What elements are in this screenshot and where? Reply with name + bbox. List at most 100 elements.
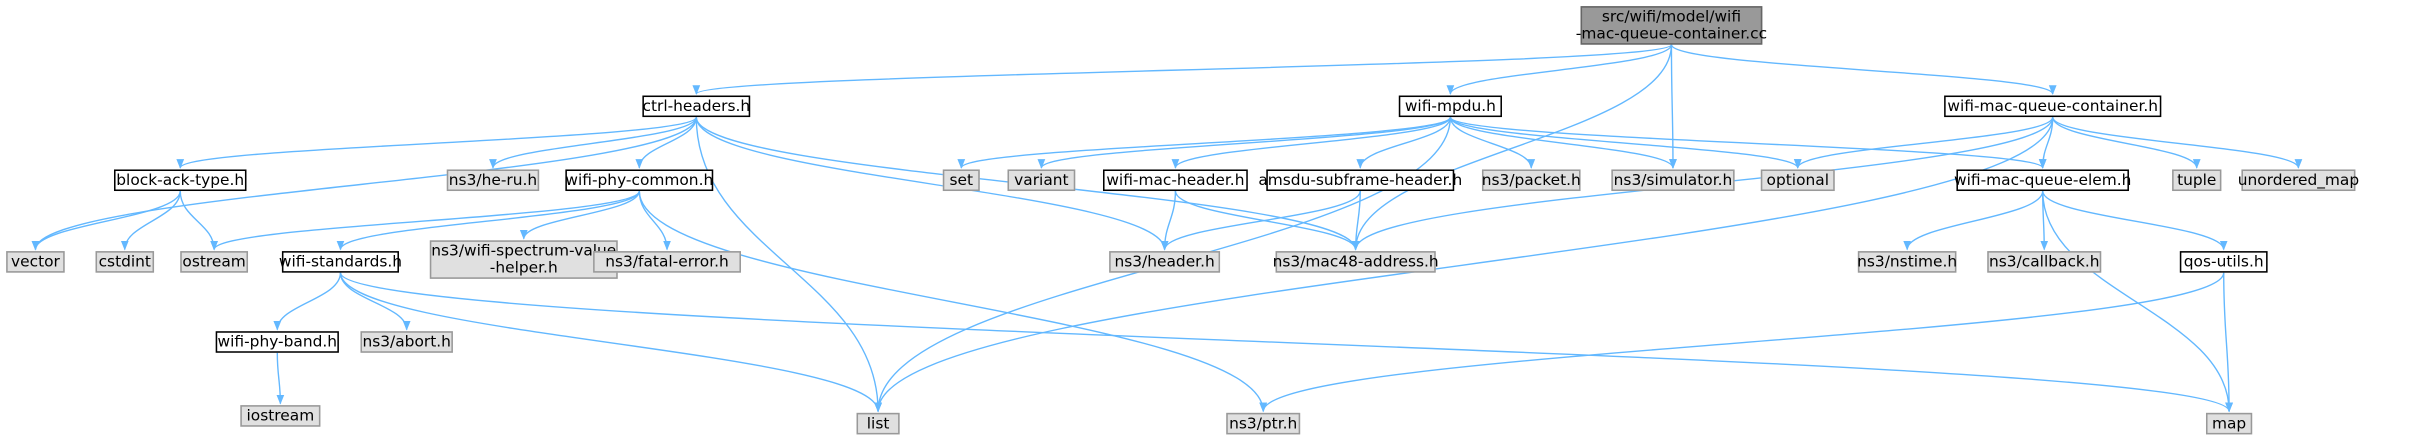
node-label: ns3/simulator.h — [1613, 171, 1733, 189]
edge-root-to-ctrl-headers — [692, 44, 1673, 95]
node-label: block-ack-type.h — [116, 171, 245, 189]
node-mac-header[interactable]: wifi-mac-header.h — [1102, 169, 1248, 192]
node-ostream: ostream — [180, 251, 249, 273]
edge-wifi-mpdu-to-optional — [1449, 116, 1802, 169]
node-label: wifi-phy-band.h — [217, 333, 338, 351]
node-mac48: ns3/mac48-address.h — [1272, 251, 1439, 273]
edge-ctrl-headers-to-list — [695, 117, 882, 413]
node-label: cstdint — [98, 253, 151, 271]
node-label: ns3/nstime.h — [1857, 253, 1958, 271]
edge-queue-elem-to-map — [2042, 191, 2233, 413]
edge-root-to-simulator — [1669, 44, 1677, 169]
node-label: ns3/mac48-address.h — [1272, 253, 1439, 271]
node-label: optional — [1766, 171, 1829, 189]
node-label: vector — [11, 253, 60, 271]
edge-queue-elem-to-qos-utils — [2042, 190, 2228, 251]
node-callback: ns3/callback.h — [1987, 251, 2102, 273]
edge-phy-common-to-fatal — [638, 191, 671, 251]
node-simulator: ns3/simulator.h — [1611, 169, 1735, 192]
edge-wifi-mpdu-to-amsdu — [1356, 116, 1452, 169]
node-fatal: ns3/fatal-error.h — [593, 251, 741, 273]
node-label: wifi-mac-header.h — [1106, 171, 1245, 189]
edge-root-to-wmqc — [1670, 44, 2057, 95]
node-qos-utils[interactable]: qos-utils.h — [2179, 251, 2268, 273]
node-block-ack[interactable]: block-ack-type.h — [113, 169, 247, 192]
node-label: wifi-mac-queue-container.h — [1947, 97, 2159, 115]
edge-wmqc-to-tuple — [2052, 116, 2201, 169]
edge-wifi-mpdu-to-variant — [1037, 116, 1452, 169]
edge-queue-elem-to-nstime — [1903, 190, 2044, 251]
node-label: ns3/header.h — [1114, 253, 1215, 271]
edge-phy-common-to-ostream — [210, 190, 641, 251]
node-label: map — [2211, 415, 2247, 433]
edge-standards-to-phy-band — [273, 272, 342, 331]
node-abort: ns3/abort.h — [360, 331, 453, 353]
node-packet: ns3/packet.h — [1481, 169, 1581, 192]
edge-block-ack-to-ostream — [179, 191, 218, 251]
node-unordered-map: unordered_map — [2238, 169, 2359, 192]
node-label: list — [866, 415, 890, 433]
edge-standards-to-abort — [339, 272, 411, 331]
node-label: src/wifi/model/wifi — [1601, 8, 1742, 26]
node-amsdu[interactable]: amsdu-subframe-header.h — [1258, 169, 1462, 192]
node-nstime: ns3/nstime.h — [1857, 251, 1958, 273]
edge-amsdu-to-mac48 — [1351, 191, 1361, 251]
edge-ctrl-headers-to-phy-common — [635, 116, 697, 169]
node-vector: vector — [6, 251, 65, 273]
node-iostream: iostream — [240, 405, 321, 427]
node-optional: optional — [1760, 169, 1835, 192]
edge-wifi-mpdu-to-set — [957, 116, 1452, 169]
edge-phy-band-to-iostream — [276, 352, 285, 405]
node-label: ns3/packet.h — [1481, 171, 1581, 189]
node-label: -helper.h — [489, 259, 558, 277]
edge-standards-to-list — [339, 272, 882, 413]
edge-standards-to-map — [339, 272, 2233, 413]
edge-phy-common-to-standards — [336, 190, 641, 251]
edge-ctrl-headers-to-header — [695, 117, 1169, 251]
node-ctrl-headers[interactable]: ctrl-headers.h — [642, 95, 751, 118]
edge-ctrl-headers-to-block-ack — [176, 116, 697, 169]
edge-qos-utils-to-map — [2223, 272, 2233, 413]
node-wifi-mpdu[interactable]: wifi-mpdu.h — [1398, 95, 1502, 118]
edge-phy-common-to-ptr — [638, 191, 1268, 413]
node-phy-common[interactable]: wifi-phy-common.h — [565, 169, 714, 192]
node-label: set — [949, 171, 974, 189]
node-label: ns3/fatal-error.h — [605, 253, 729, 271]
node-he-ru: ns3/he-ru.h — [446, 169, 540, 192]
node-header: ns3/header.h — [1109, 251, 1221, 273]
node-variant: variant — [1007, 169, 1076, 192]
edge-wifi-mpdu-to-queue-elem — [1449, 116, 2047, 169]
edge-root-to-wifi-mpdu — [1446, 44, 1673, 95]
node-wmqc[interactable]: wifi-mac-queue-container.h — [1944, 95, 2162, 118]
edge-ctrl-headers-to-vector — [31, 116, 697, 251]
node-label: iostream — [246, 407, 315, 425]
edge-wmqc-to-unordered-map — [2052, 116, 2303, 169]
node-label: amsdu-subframe-header.h — [1258, 171, 1463, 189]
node-label: -mac-queue-container.cc — [1575, 25, 1768, 43]
node-label: wifi-mac-queue-elem.h — [1954, 171, 2132, 189]
node-phy-band[interactable]: wifi-phy-band.h — [215, 331, 339, 353]
edge-block-ack-to-cstdint — [120, 190, 181, 251]
node-label: ns3/ptr.h — [1229, 415, 1298, 433]
node-list: list — [856, 412, 900, 435]
node-label: qos-utils.h — [2183, 253, 2264, 271]
edge-block-ack-to-vector — [31, 190, 181, 251]
node-queue-elem[interactable]: wifi-mac-queue-elem.h — [1954, 169, 2132, 192]
node-label: wifi-phy-common.h — [565, 171, 714, 189]
node-label: ns3/he-ru.h — [448, 171, 538, 189]
edge-root-to-mac48 — [1351, 44, 1673, 251]
edge-amsdu-to-header — [1160, 190, 1361, 251]
node-label: tuple — [2177, 171, 2217, 189]
node-root[interactable]: src/wifi/model/wifi-mac-queue-container.… — [1576, 6, 1767, 45]
node-label: ostream — [182, 253, 246, 271]
node-standards[interactable]: wifi-standards.h — [279, 251, 402, 273]
node-cstdint: cstdint — [95, 251, 155, 273]
node-map: map — [2205, 412, 2253, 435]
node-spectrum: ns3/wifi-spectrum-value-helper.h — [429, 240, 618, 279]
edge-wmqc-to-optional — [1793, 116, 2054, 169]
edge-ctrl-headers-to-he-ru — [489, 116, 697, 169]
node-label: variant — [1014, 171, 1069, 189]
node-label: ns3/abort.h — [362, 333, 451, 351]
